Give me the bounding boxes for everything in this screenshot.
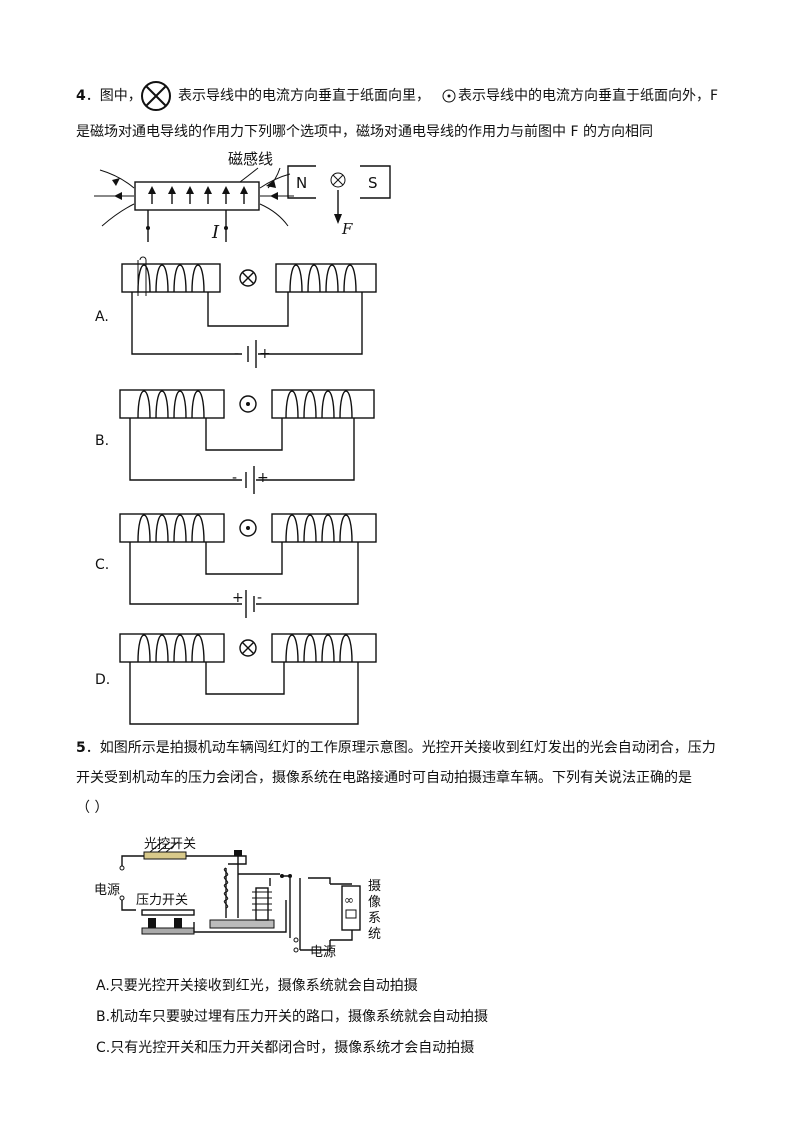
battery-left-sign: + bbox=[232, 590, 244, 606]
q4-option-a-label[interactable]: A. bbox=[95, 309, 109, 325]
battery-left-sign: - bbox=[234, 346, 239, 362]
current-in-symbol-large bbox=[141, 81, 171, 111]
camera-label-3: 系 bbox=[368, 911, 381, 926]
q4-text-part1: 图中， bbox=[99, 88, 142, 104]
q5-option-a-text: 只要光控开关接收到红光，摄像系统就会自动拍摄 bbox=[109, 978, 418, 994]
south-pole-label: S bbox=[368, 174, 378, 192]
battery-right-sign: - bbox=[257, 590, 262, 606]
q4-option-d-label[interactable]: D. bbox=[95, 672, 111, 688]
camera-label-4: 统 bbox=[368, 927, 381, 942]
q5-option-b[interactable]: B.机动车只要驶过埋有压力开关的路口，摄像系统就会自动拍摄 bbox=[96, 1007, 488, 1027]
q5-option-b-text: 机动车只要驶过埋有压力开关的路口，摄像系统就会自动拍摄 bbox=[110, 1009, 489, 1025]
battery-right-sign: + bbox=[257, 470, 269, 486]
current-label-I: I bbox=[211, 222, 220, 243]
q4-number: 4 bbox=[76, 88, 86, 104]
q4-text-part2: 表示导线中的电流方向垂直于纸面向里， bbox=[178, 88, 430, 104]
q5-circuit-figure: 光控开关 电源 压力开关 电源 ∞ 摄 像 系 统 bbox=[94, 837, 381, 960]
light-switch-label: 光控开关 bbox=[144, 837, 196, 852]
pressure-switch-label: 压力开关 bbox=[136, 893, 188, 908]
battery-left-sign: - bbox=[232, 470, 237, 486]
q4-option-c-label[interactable]: C. bbox=[95, 557, 110, 573]
battery-right-sign: + bbox=[259, 346, 271, 362]
force-label-F: F bbox=[341, 220, 353, 238]
q5-option-a[interactable]: A.只要光控开关接收到红光，摄像系统就会自动拍摄 bbox=[96, 976, 418, 996]
q4-text-part3: 表示导线中的电流方向垂直于纸面向外，F bbox=[458, 88, 719, 104]
power-left-label: 电源 bbox=[94, 883, 120, 898]
q5-option-c-label: C. bbox=[96, 1040, 111, 1056]
svg-text:∞: ∞ bbox=[344, 893, 354, 907]
q5-line2: 开关受到机动车的压力会闭合，摄像系统在电路接通时可自动拍摄违章车辆。下列有关说法… bbox=[76, 770, 692, 786]
q5-line1: 5．如图所示是拍摄机动车辆闯红灯的工作原理示意图。光控开关接收到红灯发出的光会自… bbox=[76, 740, 716, 756]
q5-option-c[interactable]: C.只有光控开关和压力开关都闭合时，摄像系统才会自动拍摄 bbox=[96, 1038, 474, 1058]
q4-option-c-figure[interactable]: + - bbox=[118, 506, 378, 618]
q4-line1: 4．图中， bbox=[76, 88, 142, 104]
q4-line2: 是磁场对通电导线的作用力下列哪个选项中，磁场对通电导线的作用力与前图中 F 的方… bbox=[76, 124, 653, 140]
q4-reference-figure: 磁感线 I N S F bbox=[94, 150, 391, 243]
q5-option-b-label: B. bbox=[96, 1009, 111, 1025]
q5-line1-text: 如图所示是拍摄机动车辆闯红灯的工作原理示意图。光控开关接收到红灯发出的光会自动闭… bbox=[99, 740, 716, 756]
q4-option-a-figure[interactable]: - + bbox=[120, 256, 380, 368]
north-pole-label: N bbox=[296, 174, 307, 192]
q4-option-b-label[interactable]: B. bbox=[95, 433, 110, 449]
q5-option-c-text: 只有光控开关和压力开关都闭合时，摄像系统才会自动拍摄 bbox=[110, 1040, 475, 1056]
q5-answer-blank[interactable]: （ ） bbox=[76, 800, 109, 816]
camera-label-1: 摄 bbox=[368, 879, 381, 894]
q5-number: 5 bbox=[76, 740, 86, 756]
q4-option-b-figure[interactable]: - + bbox=[118, 382, 378, 494]
q5-option-a-label: A. bbox=[96, 978, 110, 994]
q4-option-d-figure[interactable] bbox=[118, 626, 378, 728]
camera-label-2: 像 bbox=[368, 895, 381, 910]
power-bottom-label: 电源 bbox=[310, 945, 336, 960]
current-out-symbol-small bbox=[442, 89, 456, 103]
field-lines-label: 磁感线 bbox=[228, 150, 273, 168]
